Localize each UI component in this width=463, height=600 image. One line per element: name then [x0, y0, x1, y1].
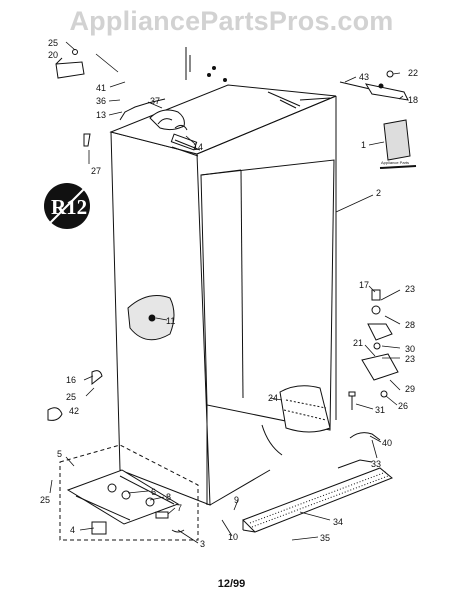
callout-21: 21 [353, 338, 363, 348]
callout-31: 31 [375, 405, 385, 415]
callout-4: 4 [70, 525, 75, 535]
callout-41: 41 [96, 83, 106, 93]
callout-25b: 25 [66, 392, 76, 402]
callout-29: 29 [405, 384, 415, 394]
footer-date: 12/99 [217, 578, 246, 590]
callout-42: 42 [69, 406, 79, 416]
callout-37: 37 [150, 96, 160, 106]
callout-40: 40 [382, 438, 392, 448]
callout-3: 3 [200, 539, 205, 549]
callout-13: 13 [96, 110, 106, 120]
callout-11: 11 [166, 316, 175, 326]
callout-9: 9 [234, 495, 239, 505]
callout-8: 8 [166, 492, 171, 502]
callout-6: 6 [151, 487, 156, 497]
callout-22: 22 [408, 68, 418, 78]
callout-10: 10 [228, 532, 238, 542]
top-hinge-bracket [339, 70, 409, 101]
r12-badge-text: R12 [51, 195, 87, 219]
callout-43: 43 [359, 72, 369, 82]
hinge-assembly [348, 289, 399, 441]
callout-23b: 23 [405, 354, 415, 364]
r12-badge: R12 [44, 183, 90, 229]
callout-5: 5 [57, 449, 62, 459]
callout-25a: 25 [48, 38, 58, 48]
callout-34: 34 [333, 517, 343, 527]
callout-16: 16 [66, 375, 76, 385]
label-plate [379, 119, 417, 169]
callout-26: 26 [398, 401, 408, 411]
callout-25c: 25 [40, 495, 50, 505]
top-left-bracket [55, 49, 85, 79]
callout-24: 24 [268, 393, 278, 403]
callouts: 25 20 41 36 13 37 14 27 43 22 18 1 2 11 … [40, 38, 418, 549]
leader-lines [49, 41, 404, 544]
bottom-bracket-box [59, 444, 199, 541]
callout-14: 14 [193, 142, 203, 152]
watermark-text: AppliancePartsPros.com [69, 6, 394, 36]
callout-30: 30 [405, 344, 415, 354]
kickplate-grille [242, 459, 393, 533]
callout-1: 1 [361, 140, 366, 150]
callout-28: 28 [405, 320, 415, 330]
callout-35: 35 [320, 533, 330, 543]
cabinet [109, 47, 337, 506]
callout-18: 18 [408, 95, 418, 105]
callout-20: 20 [48, 50, 58, 60]
callout-36: 36 [96, 96, 106, 106]
callout-7: 7 [177, 503, 182, 513]
callout-33: 33 [371, 459, 381, 469]
callout-2: 2 [376, 188, 381, 198]
callout-17: 17 [359, 280, 369, 290]
callout-23a: 23 [405, 284, 415, 294]
callout-27: 27 [91, 166, 101, 176]
label-plate-text: Appliance Parts [381, 160, 409, 165]
